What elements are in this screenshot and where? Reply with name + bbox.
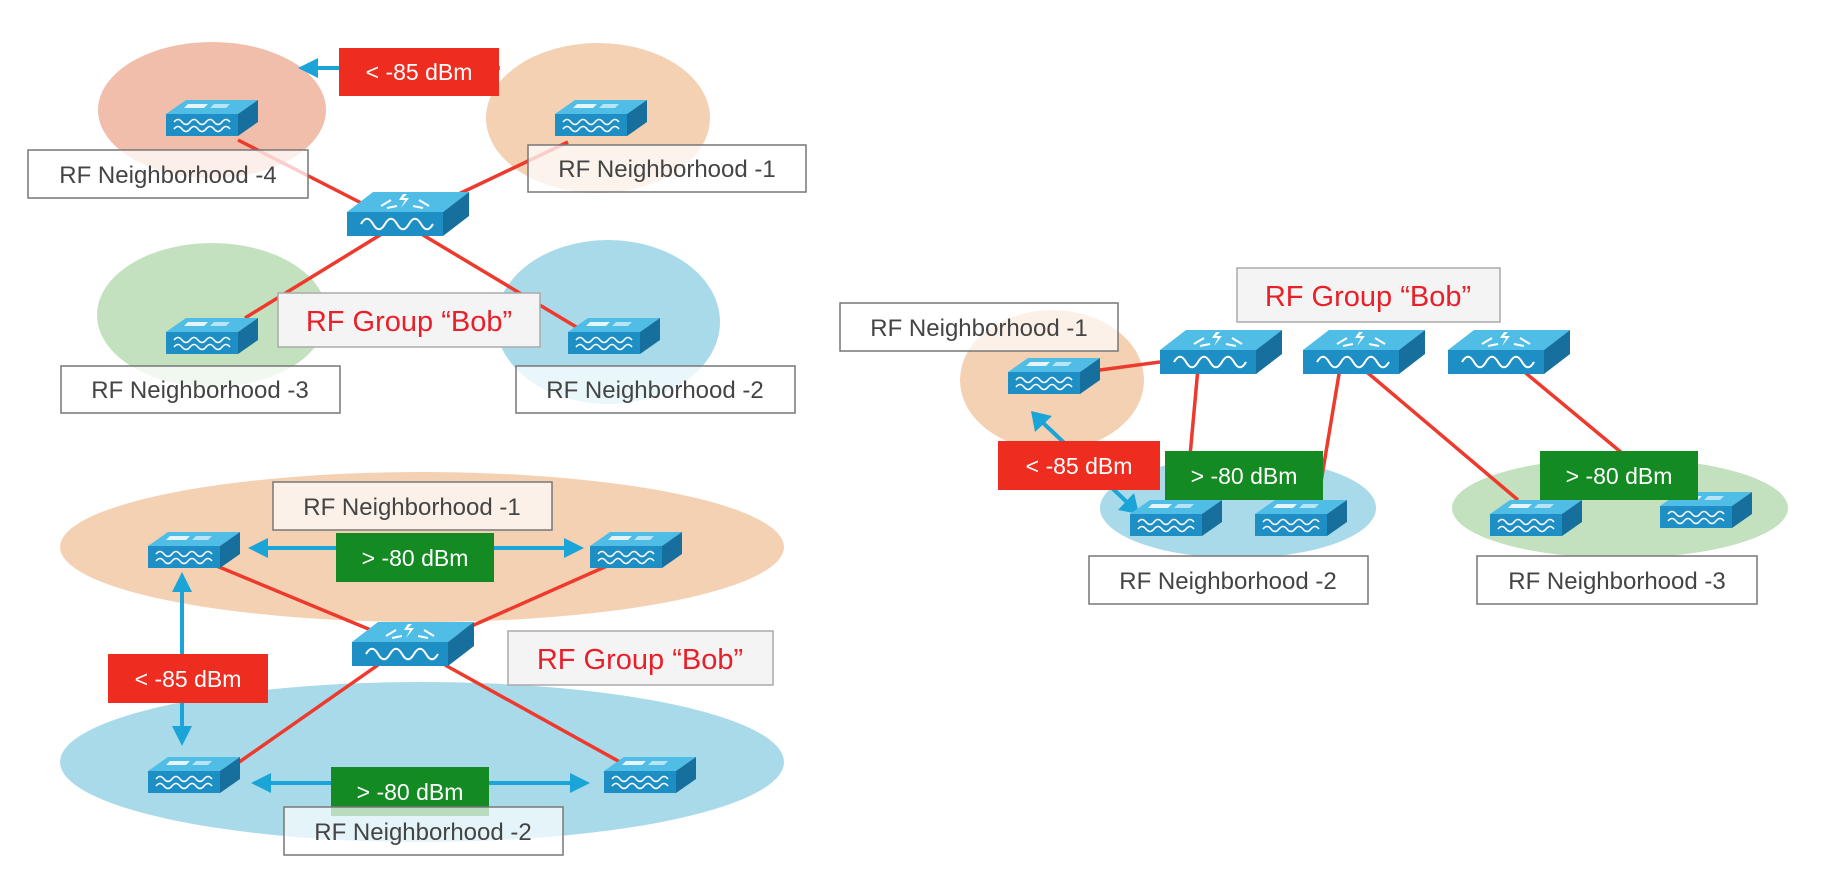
neighborhood-1-label: RF Neighborhood -1	[870, 315, 1087, 342]
weak-signal-badge: < -85 dBm	[108, 654, 268, 703]
access-point-icon	[589, 531, 683, 569]
strong-signal-badge: > -80 dBm	[1165, 451, 1323, 500]
access-point-icon	[147, 756, 241, 794]
weak-signal-label: < -85 dBm	[1026, 453, 1133, 479]
access-point-icon	[1254, 499, 1348, 537]
wireless-controller-icon	[1447, 329, 1571, 375]
strong-signal-badge: > -80 dBm	[336, 533, 494, 582]
neighborhood-1-label-box: RF Neighborhood -1	[839, 302, 1119, 352]
neighborhood-1-label-box: RF Neighborhood -1	[527, 144, 807, 193]
neighborhood-3-label-box: RF Neighborhood -3	[1476, 555, 1758, 605]
group-label: RF Group “Bob”	[1265, 281, 1471, 313]
neighborhood-2-label: RF Neighborhood -2	[314, 819, 531, 846]
access-point-icon	[165, 99, 259, 137]
strong-signal-label: > -80 dBm	[357, 779, 464, 805]
weak-signal-badge: < -85 dBm	[998, 441, 1160, 490]
access-point-icon	[1007, 357, 1101, 395]
group-label-box: RF Group “Bob”	[1236, 267, 1501, 323]
panel-two-neighborhoods: > -80 dBm > -80 dBm < -85 dBm RF Neighbo…	[60, 472, 784, 856]
access-point-icon	[165, 317, 259, 355]
strong-signal-label: > -80 dBm	[1566, 463, 1673, 489]
strong-signal-label: > -80 dBm	[362, 545, 469, 571]
wireless-controller-icon	[346, 191, 470, 237]
weak-signal-badge: < -85 dBm	[339, 48, 499, 96]
group-label-box: RF Group “Bob”	[277, 292, 541, 348]
neighborhood-2-zone	[60, 682, 784, 842]
wireless-controller-icon	[1302, 329, 1426, 375]
neighborhood-1-label: RF Neighborhood -1	[303, 494, 520, 521]
neighborhood-4-label-box: RF Neighborhood -4	[27, 149, 309, 199]
wireless-controller-icon	[351, 621, 475, 667]
neighborhood-3-label: RF Neighborhood -3	[91, 377, 308, 404]
panel-multiple-controllers: < -85 dBm > -80 dBm > -80 dBm RF Neighbo…	[839, 267, 1788, 605]
group-label-box: RF Group “Bob”	[507, 630, 774, 686]
access-point-icon	[554, 99, 648, 137]
strong-signal-badge: > -80 dBm	[1540, 451, 1698, 500]
neighborhood-2-label-box: RF Neighborhood -2	[515, 365, 796, 414]
access-point-icon	[603, 756, 697, 794]
group-label: RF Group “Bob”	[537, 644, 743, 676]
wireless-controller-icon	[1159, 329, 1283, 375]
neighborhood-3-label-box: RF Neighborhood -3	[60, 365, 341, 414]
neighborhood-1-label-box: RF Neighborhood -1	[272, 481, 553, 531]
access-point-icon	[1489, 499, 1583, 537]
neighborhood-3-label: RF Neighborhood -3	[1508, 568, 1725, 595]
neighborhood-2-label-box: RF Neighborhood -2	[1088, 555, 1369, 605]
access-point-icon	[147, 531, 241, 569]
neighborhood-1-label: RF Neighborhood -1	[558, 156, 775, 183]
access-point-icon	[1129, 499, 1223, 537]
access-point-icon	[567, 317, 661, 355]
neighborhood-2-label: RF Neighborhood -2	[1119, 568, 1336, 595]
strong-signal-label: > -80 dBm	[1191, 463, 1298, 489]
group-label: RF Group “Bob”	[306, 306, 512, 338]
neighborhood-4-label: RF Neighborhood -4	[59, 162, 276, 189]
weak-signal-label: < -85 dBm	[135, 666, 242, 692]
neighborhood-2-label: RF Neighborhood -2	[546, 377, 763, 404]
neighborhood-3-zone	[97, 243, 327, 387]
neighborhood-2-label-box: RF Neighborhood -2	[283, 806, 564, 856]
controller-links	[194, 555, 639, 774]
weak-signal-label: < -85 dBm	[366, 59, 473, 85]
panel-four-neighborhoods: < -85 dBm RF Neighborhood -4 RF Neighbor…	[27, 42, 807, 414]
